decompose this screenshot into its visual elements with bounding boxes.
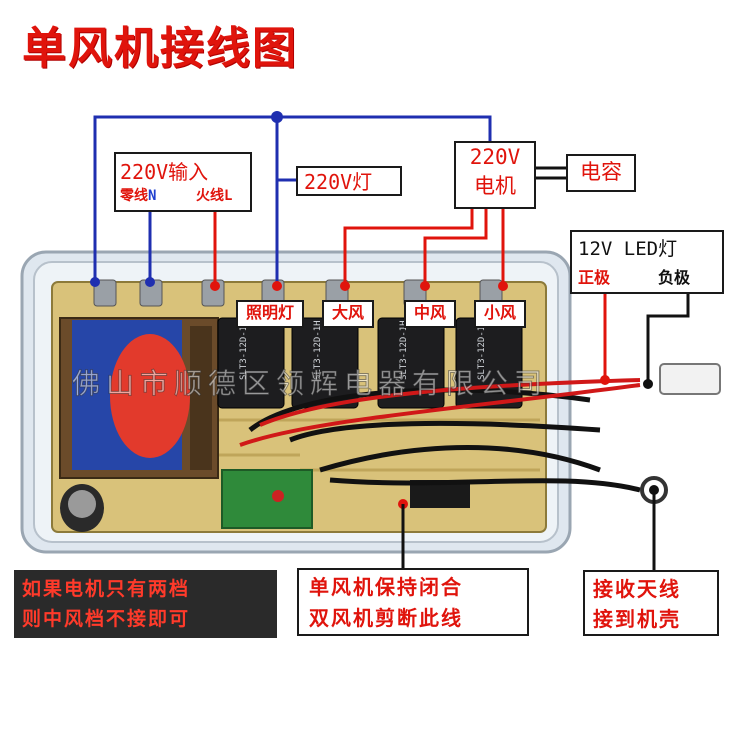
electrolytic-capacitor — [60, 484, 104, 532]
blue-wires — [93, 115, 492, 282]
live-mark: L — [224, 188, 233, 204]
black-leader-lines — [401, 166, 690, 570]
single-fan-note-line1: 单风机保持闭合 — [309, 575, 463, 599]
two-speed-note-line2: 则中风档不接即可 — [22, 608, 191, 630]
neutral-text: 零线 — [120, 188, 148, 204]
motor-voltage-text: 220V — [469, 145, 521, 169]
antenna-note: 接收天线 接到机壳 — [583, 570, 719, 636]
svg-text:SLT3-12D-1H: SLT3-12D-1H — [477, 320, 487, 380]
screw-terminals — [93, 279, 503, 307]
led-12v-text: 12V LED灯 — [578, 238, 678, 260]
two-speed-note-line1: 如果电机只有两档 — [22, 578, 191, 600]
watermark: 佛山市顺德区领辉电器有限公司 — [71, 367, 549, 401]
single-fan-note: 单风机保持闭合 双风机剪断此线 — [297, 568, 529, 636]
red-wires — [213, 206, 607, 380]
relays — [217, 317, 523, 409]
motor-text: 电机 — [474, 174, 516, 198]
positive-text: 正极 — [578, 268, 611, 287]
live-text: 火线 — [196, 188, 224, 204]
relay-tag-low: 小风 — [474, 300, 526, 328]
input-220v-text: 220V输入 — [120, 160, 209, 184]
negative-text: 负极 — [658, 268, 691, 287]
svg-text:SLT3-12D-1H: SLT3-12D-1H — [313, 320, 323, 380]
single-fan-note-line2: 双风机剪断此线 — [309, 606, 463, 630]
diagram-title: 单风机接线图 — [22, 23, 298, 74]
red-cable — [239, 378, 641, 447]
led-12v-label: 12V LED灯 正极 负极 — [570, 230, 724, 294]
antenna-note-line2: 接到机壳 — [593, 607, 681, 631]
relay-tag-medium: 中风 — [404, 300, 456, 328]
input-220v-label: 220V输入 零线N 火线L — [114, 152, 252, 212]
capacitor-label: 电容 — [566, 154, 636, 192]
lamp-220v-label: 220V灯 — [296, 166, 402, 196]
relay-tag-lighting: 照明灯 — [236, 300, 304, 328]
relay-tag-high: 大风 — [322, 300, 374, 328]
black-cable — [248, 387, 641, 493]
two-speed-note: 如果电机只有两档 则中风档不接即可 — [14, 570, 277, 638]
led-connector — [659, 363, 721, 395]
svg-text:SLT3-12D-1H: SLT3-12D-1H — [399, 320, 409, 380]
rf-module — [221, 469, 313, 529]
transformer — [59, 317, 219, 479]
motor-220v-label: 220V 电机 — [454, 141, 536, 209]
svg-text:SLT3-12D-1H: SLT3-12D-1H — [239, 320, 249, 380]
antenna-note-line1: 接收天线 — [593, 577, 681, 601]
neutral-mark: N — [148, 188, 157, 204]
